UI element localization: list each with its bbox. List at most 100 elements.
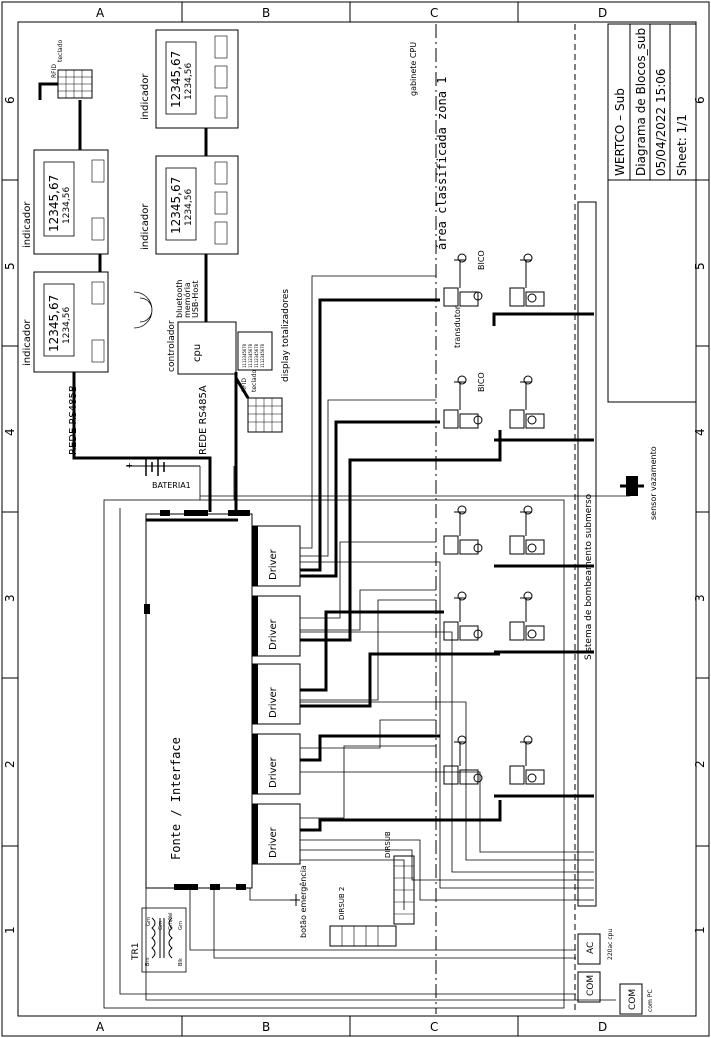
- driver-3: Driver: [251, 663, 301, 725]
- driver-5-label: Driver: [268, 826, 279, 858]
- indicator-1-value: 12345,67: [169, 51, 183, 108]
- title-name: Diagrama de Blocos_sub: [634, 28, 648, 176]
- frame-col-6-left: 6: [3, 96, 17, 104]
- driver-2: Driver: [251, 595, 301, 657]
- tr1-label: TR1: [131, 943, 141, 961]
- pump-system-label: Sistema de bombeamento submerso: [584, 493, 594, 660]
- frame-col-4-left: 4: [3, 428, 17, 436]
- title-block: WERTCO – Sub Diagrama de Blocos_sub 05/0…: [607, 23, 697, 403]
- indicator-4: indicador 12345,67 1234,56: [22, 271, 109, 373]
- tr1-pin-5: Grn: [178, 921, 184, 930]
- driver-1: Driver: [251, 525, 301, 587]
- frame-col-5-right: 5: [693, 262, 707, 270]
- dirsub2-strip: DIRSUB 2: [329, 887, 397, 947]
- emergency-button-label: botão emergência: [298, 865, 308, 938]
- rede-a-label: REDE RS485A: [198, 385, 209, 455]
- transformer-tr1: TR1 Brn Grn Grn Grn/Yel Grn Blk: [131, 907, 187, 973]
- rfid-bottom-teclado: teclado: [251, 370, 258, 392]
- display-totalizadores-label: display totalizadores: [281, 289, 291, 382]
- com-pc-connector: COM com PC: [619, 983, 654, 1015]
- svg-text:+: +: [126, 461, 133, 470]
- rfid-keypad-bottom: RFID teclado: [241, 370, 283, 433]
- com-pc-box-label: COM: [628, 989, 638, 1010]
- pump-system-box: [577, 201, 597, 907]
- indicator-3: indicador 12345,67 1234,56: [22, 149, 109, 255]
- indicator-4-value: 12345,67: [47, 295, 61, 352]
- rede-b-label: REDE RS485B: [68, 385, 79, 455]
- title-date: 05/04/2022 15:06: [654, 68, 668, 176]
- indicator-1: indicador 12345,67 1234,56: [140, 29, 239, 129]
- bluetooth-label: bluetooth: [175, 280, 184, 318]
- gabinete-enclosure: [103, 499, 565, 1009]
- frame-col-3-right: 3: [693, 594, 707, 602]
- indicator-2: indicador 12345,67 1234,56: [140, 155, 239, 255]
- nozzle-group-5: [443, 735, 545, 785]
- memoria-label: memória: [182, 282, 192, 318]
- driver-1-label: Driver: [268, 548, 279, 580]
- bico-1-label: BICO: [477, 250, 486, 270]
- frame-row-b-bottom: B: [262, 1020, 270, 1034]
- frame-col-1-right: 1: [693, 926, 707, 934]
- tr1-pin-4: Grn/Yel: [168, 912, 174, 930]
- frame-col-2-right: 2: [693, 760, 707, 768]
- frame-col-6-right: 6: [693, 96, 707, 104]
- rfid-bottom-label: RFID: [241, 378, 248, 392]
- indicator-3-label: indicador: [22, 201, 33, 248]
- dirsub2-label: DIRSUB 2: [338, 887, 346, 920]
- area-label: área classificada zona 1: [435, 77, 449, 250]
- frame-col-4-right: 4: [693, 428, 707, 436]
- com-label: COM: [586, 975, 596, 996]
- cpu-controller: cpu controlador bluetooth memória USB-Ho…: [133, 280, 291, 382]
- indicator-2-label: indicador: [140, 203, 151, 250]
- driver-2-label: Driver: [268, 618, 279, 650]
- frame-col-5-left: 5: [3, 262, 17, 270]
- controlador-label: controlador: [167, 320, 177, 372]
- frame-row-a-top: A: [96, 6, 105, 20]
- battery-label: BATERIA1: [152, 481, 191, 490]
- usb-label: USB-Host: [191, 280, 200, 318]
- driver-5: Driver: [251, 803, 301, 865]
- driver-3-label: Driver: [268, 686, 279, 718]
- frame-row-c-bottom: C: [430, 1020, 438, 1034]
- dirsub-strip: DIRSUB: [384, 831, 415, 925]
- title-company: WERTCO – Sub: [613, 88, 627, 176]
- rfid-top-teclado: teclado: [57, 40, 64, 62]
- drivers: Driver Driver Driver Driver Driver: [251, 525, 301, 865]
- indicator-4-sub: 1234,56: [62, 307, 72, 344]
- sensor-label: sensor vazamento: [649, 446, 658, 520]
- nozzle-group-1: BICO transdutor: [443, 250, 545, 348]
- tr1-pin-3: Grn: [158, 921, 164, 930]
- frame-row-d-bottom: D: [598, 1020, 607, 1034]
- battery: + BATERIA1: [126, 458, 200, 490]
- com-connector: COM: [577, 971, 601, 1003]
- v220-label: 220ac cpu: [607, 929, 614, 960]
- driver-bus-wiring: [119, 275, 616, 1001]
- indicator-3-sub: 1234,56: [62, 187, 72, 224]
- ac-label: AC: [586, 942, 596, 954]
- frame-col-1-left: 1: [3, 926, 17, 934]
- frame-col-3-left: 3: [3, 594, 17, 602]
- indicator-3-value: 12345,67: [47, 175, 61, 232]
- frame-row-c-top: C: [430, 6, 438, 20]
- network-wiring: [38, 82, 250, 512]
- bluetooth-icon: [133, 291, 153, 329]
- bico-2-label: BICO: [477, 372, 486, 392]
- driver-4: Driver: [251, 733, 301, 795]
- title-sheet: Sheet: 1/1: [675, 114, 689, 176]
- indicator-2-value: 12345,67: [169, 177, 183, 234]
- emergency-button: botão emergência: [290, 865, 308, 938]
- driver-4-label: Driver: [268, 756, 279, 788]
- nozzle-group-3: [443, 505, 545, 555]
- ac-connector: AC 220ac cpu: [577, 929, 614, 965]
- indicator-4-label: indicador: [22, 319, 33, 366]
- com-pc-label: com PC: [647, 989, 654, 1012]
- rfid-keypad-top: RFID teclado: [51, 40, 93, 99]
- indicator-1-sub: 1234,56: [184, 63, 194, 100]
- tot-line-2: 1112345678: [248, 343, 253, 368]
- frame-row-b-top: B: [262, 6, 270, 20]
- tot-line-3: 1112345678: [254, 343, 259, 368]
- frame-col-2-left: 2: [3, 760, 17, 768]
